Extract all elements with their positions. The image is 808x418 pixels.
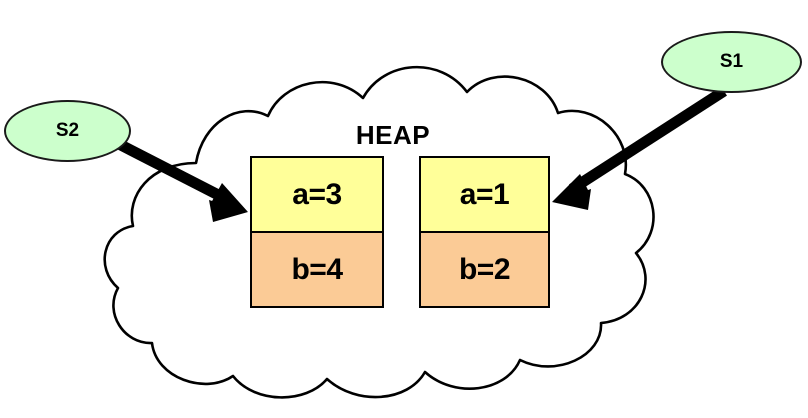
object-right-field-a: a=1: [421, 158, 548, 233]
reference-node-s2-label: S2: [55, 120, 80, 141]
reference-node-s1-label: S1: [719, 51, 744, 72]
reference-node-s1[interactable]: S1: [661, 31, 802, 93]
object-right-field-b: b=2: [421, 233, 548, 306]
heap-object-right[interactable]: a=1 b=2: [419, 156, 550, 308]
object-left-field-b: b=4: [252, 233, 382, 306]
arrow-s1-to-right-object: [552, 86, 727, 210]
arrow-s2-to-left-object: [112, 137, 248, 222]
object-left-field-a: a=3: [252, 158, 382, 233]
heap-title-label: HEAP: [355, 120, 431, 150]
reference-node-s2[interactable]: S2: [4, 100, 131, 162]
heap-object-left[interactable]: a=3 b=4: [250, 156, 384, 308]
